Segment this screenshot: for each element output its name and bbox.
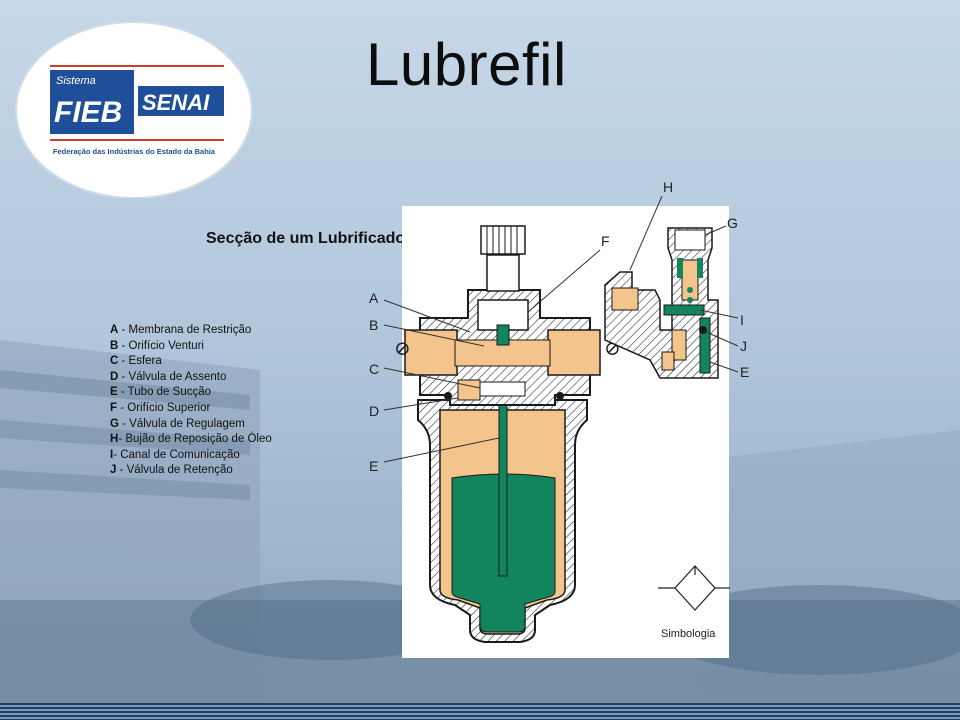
label-d: D <box>369 403 379 419</box>
lubricator-head <box>404 289 601 406</box>
legend-item: C - Esfera <box>110 355 162 368</box>
legend-item: F - Orifício Superior <box>110 401 211 414</box>
legend-item: E - Tubo de Sucção <box>110 386 212 399</box>
suction-tube <box>498 397 508 577</box>
label-j: J <box>740 338 747 354</box>
legend-item: H- Bujão de Reposição de Óleo <box>110 433 272 446</box>
flow-symbol-left: ⊘ <box>394 336 411 360</box>
legend-item: I- Canal de Comunicação <box>110 448 240 461</box>
label-a: A <box>369 290 379 306</box>
label-g: G <box>727 215 738 231</box>
fieb-senai-logo: Sistema FIEB SENAI Federação das Indústr… <box>15 21 253 198</box>
detail-section <box>604 227 719 379</box>
legend-item: B - Orifício Venturi <box>110 339 204 352</box>
legend-item: A - Membrana de Restrição <box>110 324 252 336</box>
label-i: I <box>740 312 744 328</box>
label-b: B <box>369 317 378 333</box>
adjusting-knob <box>480 225 526 292</box>
label-f: F <box>601 233 610 249</box>
label-c: C <box>369 361 379 377</box>
svg-text:Sistema: Sistema <box>56 75 96 87</box>
svg-text:FIEB: FIEB <box>54 96 122 129</box>
parts-legend: A - Membrana de Restrição B - Orifício V… <box>110 323 360 479</box>
label-e: E <box>369 458 378 474</box>
symbology-caption: Simbologia <box>661 628 716 640</box>
leader-lines <box>383 195 739 463</box>
diagram-subtitle: Secção de um Lubrificador <box>206 230 412 247</box>
svg-text:Federação das Indústrias do Es: Federação das Indústrias do Estado da Ba… <box>53 147 216 156</box>
legend-item: D - Válvula de Assento <box>110 370 227 383</box>
legend-item: G - Válvula de Regulagem <box>110 417 245 430</box>
legend-item: J - Válvula de Retenção <box>110 464 233 477</box>
svg-text:SENAI: SENAI <box>142 90 210 115</box>
label-e-detail: E <box>740 364 749 380</box>
background-building-photo <box>0 340 960 720</box>
label-h: H <box>663 179 673 195</box>
lubricator-symbol <box>658 565 730 611</box>
footer-stripe <box>0 703 960 720</box>
slide-title: Lubrefil <box>366 31 567 98</box>
